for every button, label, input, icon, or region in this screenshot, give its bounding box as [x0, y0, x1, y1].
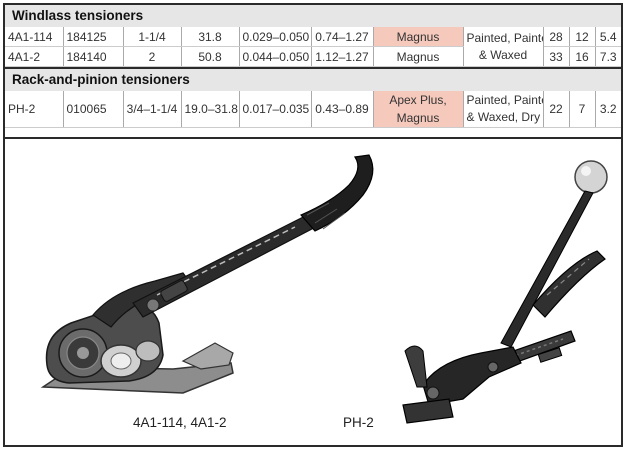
finish-line: Painted, Painted — [466, 93, 543, 107]
catalog-panel: Windlass tensioners 4A1-114 184125 1-1/4… — [3, 3, 623, 447]
value-cell: 7.3 — [595, 46, 621, 67]
rack-table: PH-2 010065 3/4–1-1/4 19.0–31.8 0.017–0.… — [5, 91, 621, 128]
part-number-cell: 184125 — [63, 27, 124, 47]
thickness-mm-cell: 0.43–0.89 — [311, 91, 374, 128]
section-divider — [5, 67, 621, 69]
value-cell: 22 — [543, 91, 570, 128]
windlass-table: 4A1-114 184125 1-1/4 31.8 0.029–0.050 0.… — [5, 27, 621, 67]
model-cell: 4A1-114 — [5, 27, 64, 47]
finish-line: & Waxed, Dry — [466, 110, 541, 124]
part-number-cell: 184140 — [63, 46, 124, 67]
table-row: 4A1-114 184125 1-1/4 31.8 0.029–0.050 0.… — [5, 27, 621, 67]
rack-image-caption: PH-2 — [343, 415, 374, 430]
rack-tensioner-image — [402, 160, 608, 424]
value-cell: 5.4 — [595, 27, 621, 47]
strap-width-in-cell: 1-1/4 — [123, 27, 182, 47]
windlass-tensioner-image — [40, 154, 374, 394]
thickness-in-cell: 0.017–0.035 — [239, 91, 312, 128]
thickness-mm-cell: 0.74–1.27 — [311, 27, 374, 47]
value-cell: 28 — [543, 27, 570, 47]
model-cell: 4A1-2 — [5, 46, 64, 67]
section-divider — [5, 137, 621, 139]
strap-type-cell: Apex Plus, Magnus — [373, 91, 464, 128]
value-cell: 12 — [569, 27, 596, 47]
brand-line: Magnus — [396, 111, 440, 125]
windlass-section-title: Windlass tensioners — [5, 5, 621, 27]
finish-cell: Painted, Painted & Waxed, Dry — [463, 91, 544, 128]
value-cell: 16 — [569, 46, 596, 67]
table-row: 4A1-2 184140 2 50.8 0.044–0.050 1.12–1.2… — [5, 46, 621, 67]
strap-width-mm-cell: 31.8 — [181, 27, 240, 47]
value-cell: 33 — [543, 46, 570, 67]
thickness-in-cell: 0.029–0.050 — [239, 27, 312, 47]
rack-section-title: Rack-and-pinion tensioners — [5, 69, 621, 91]
value-cell: 3.2 — [595, 91, 621, 128]
strap-type-cell: Magnus — [373, 46, 464, 67]
part-number-cell: 010065 — [63, 91, 124, 128]
windlass-image-caption: 4A1-114, 4A1-2 — [133, 415, 227, 430]
strap-width-mm-cell: 19.0–31.8 — [181, 91, 240, 128]
strap-width-mm-cell: 50.8 — [181, 46, 240, 67]
finish-line: Painted, Painted — [466, 30, 543, 45]
brand-line: Apex Plus, — [389, 93, 447, 107]
model-cell: PH-2 — [5, 91, 64, 128]
finish-cell: Painted, Painted & Waxed — [463, 27, 544, 67]
strap-type-cell: Magnus — [373, 27, 464, 47]
strap-width-in-cell: 3/4–1-1/4 — [123, 91, 182, 128]
value-cell: 7 — [569, 91, 596, 128]
thickness-in-cell: 0.044–0.050 — [239, 46, 312, 67]
thickness-mm-cell: 1.12–1.27 — [311, 46, 374, 67]
strap-width-in-cell: 2 — [123, 46, 182, 67]
finish-line: & Waxed — [478, 47, 528, 62]
table-row: PH-2 010065 3/4–1-1/4 19.0–31.8 0.017–0.… — [5, 91, 621, 128]
